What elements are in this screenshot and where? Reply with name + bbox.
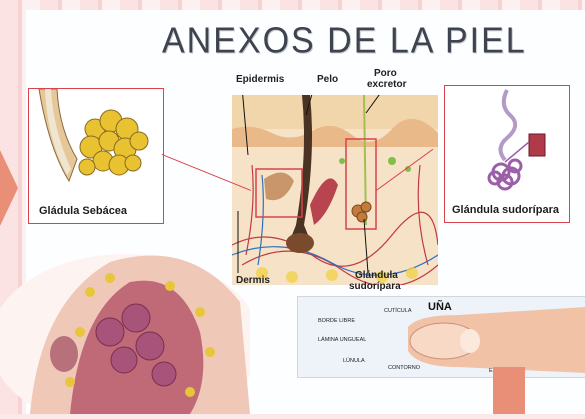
sweat-gland-illustration — [445, 86, 569, 196]
label-excretor: excretor — [367, 79, 406, 90]
skin-cross-section — [232, 95, 438, 285]
orange-decoration-block — [493, 367, 525, 414]
sebaceous-gland-panel: Gládula Sebácea — [28, 88, 164, 224]
left-arrow-decoration — [0, 150, 18, 226]
label-pelo: Pelo — [317, 74, 338, 85]
nail-label-cuticula: CUTÍCULA — [384, 308, 412, 314]
skin-cross-section-illustration — [232, 95, 438, 285]
nail-label-lunula: LÚNULA — [343, 358, 365, 364]
nail-title: UÑA — [428, 301, 452, 313]
nail-label-lamina: LÁMINA UNGUEAL — [318, 337, 366, 343]
sweat-gland-panel: Glándula sudorípara — [444, 85, 570, 223]
label-sudoripara: sudorípara — [349, 281, 401, 292]
nail-label-contorno: CONTORNO — [388, 365, 420, 371]
slide-title: ANEXOS DE LA PIEL — [162, 21, 527, 62]
label-poro: Poro — [374, 68, 397, 79]
sweat-gland-caption: Glándula sudorípara — [452, 204, 559, 216]
label-glandula: Glándula — [355, 270, 398, 281]
mammary-gland-illustration — [0, 242, 250, 414]
label-epidermis: Epidermis — [236, 74, 284, 85]
sebaceous-gland-illustration — [29, 89, 163, 197]
nail-panel: UÑA CUTÍCULA BORDE LIBRE LÁMINA UNGUEAL … — [297, 296, 585, 378]
sebaceous-caption: Gládula Sebácea — [39, 205, 127, 217]
nail-label-borde-libre: BORDE LIBRE — [318, 318, 355, 324]
